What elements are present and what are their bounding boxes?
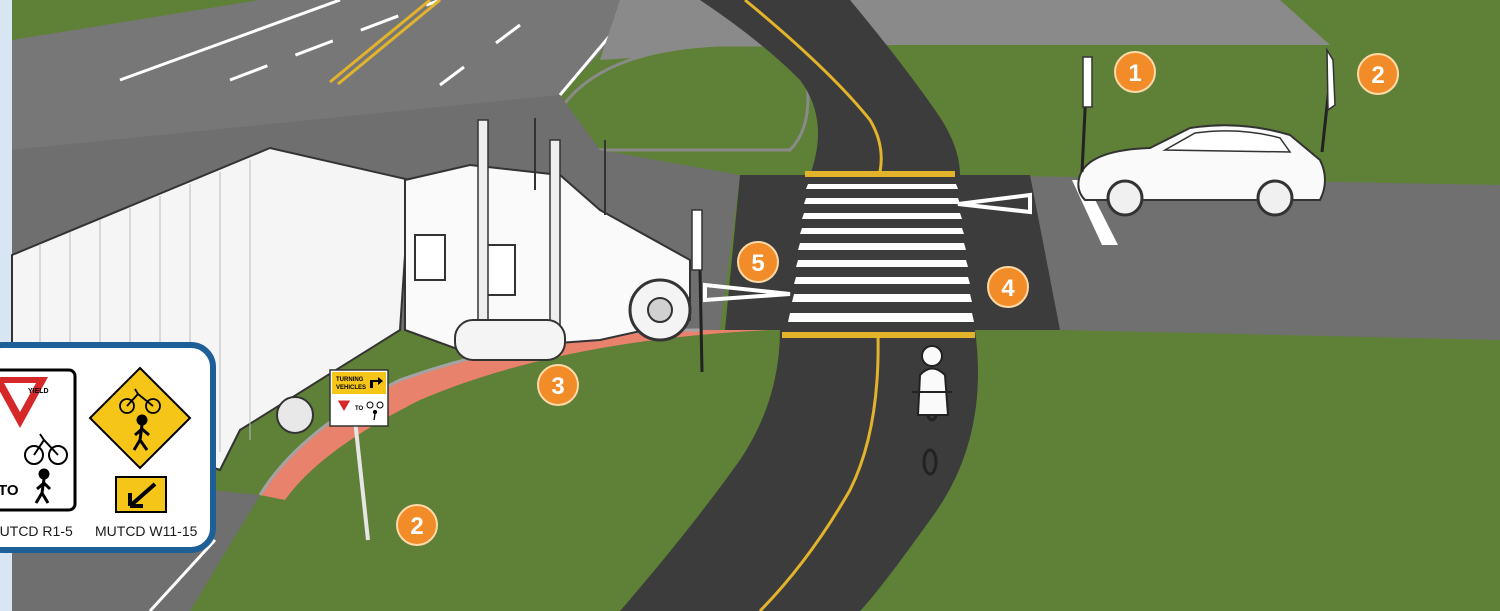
truck-window-2 <box>485 245 515 295</box>
truck-exhaust-left <box>478 120 488 320</box>
svg-text:1: 1 <box>1128 60 1141 87</box>
truck-exhaust-right <box>550 140 560 350</box>
svg-text:4: 4 <box>1001 275 1015 302</box>
roadside-sign-line2: VEHICLES <box>336 385 366 391</box>
truck-rear-wheel <box>277 397 313 433</box>
marker-1: 1 <box>1115 52 1155 92</box>
roadside-sign-line1: TURNING <box>336 377 364 383</box>
svg-text:3: 3 <box>551 373 564 400</box>
truck-tank <box>455 320 565 360</box>
svg-text:5: 5 <box>751 250 764 277</box>
car-wheel-rear <box>1258 181 1292 215</box>
legend-box: YIELD TO MUTCD R1-5 <box>0 345 213 550</box>
marker-3: 3 <box>538 365 578 405</box>
r1-5-to-text: TO <box>0 482 19 499</box>
r1-5-caption: MUTCD R1-5 <box>0 523 73 539</box>
marker-2-bottom: 2 <box>397 505 437 545</box>
marker-5: 5 <box>738 242 778 282</box>
w11-15-caption: MUTCD W11-15 <box>95 523 198 539</box>
truck-front-hub <box>648 298 672 322</box>
roadside-sign-to: TO <box>355 406 364 412</box>
r1-5-yield-text: YIELD <box>28 388 49 395</box>
marker-4: 4 <box>988 267 1028 307</box>
svg-text:2: 2 <box>410 513 423 540</box>
truck-window <box>415 235 445 280</box>
marker-2-top: 2 <box>1358 54 1398 94</box>
svg-text:2: 2 <box>1371 62 1384 89</box>
car-wheel-front <box>1108 181 1142 215</box>
